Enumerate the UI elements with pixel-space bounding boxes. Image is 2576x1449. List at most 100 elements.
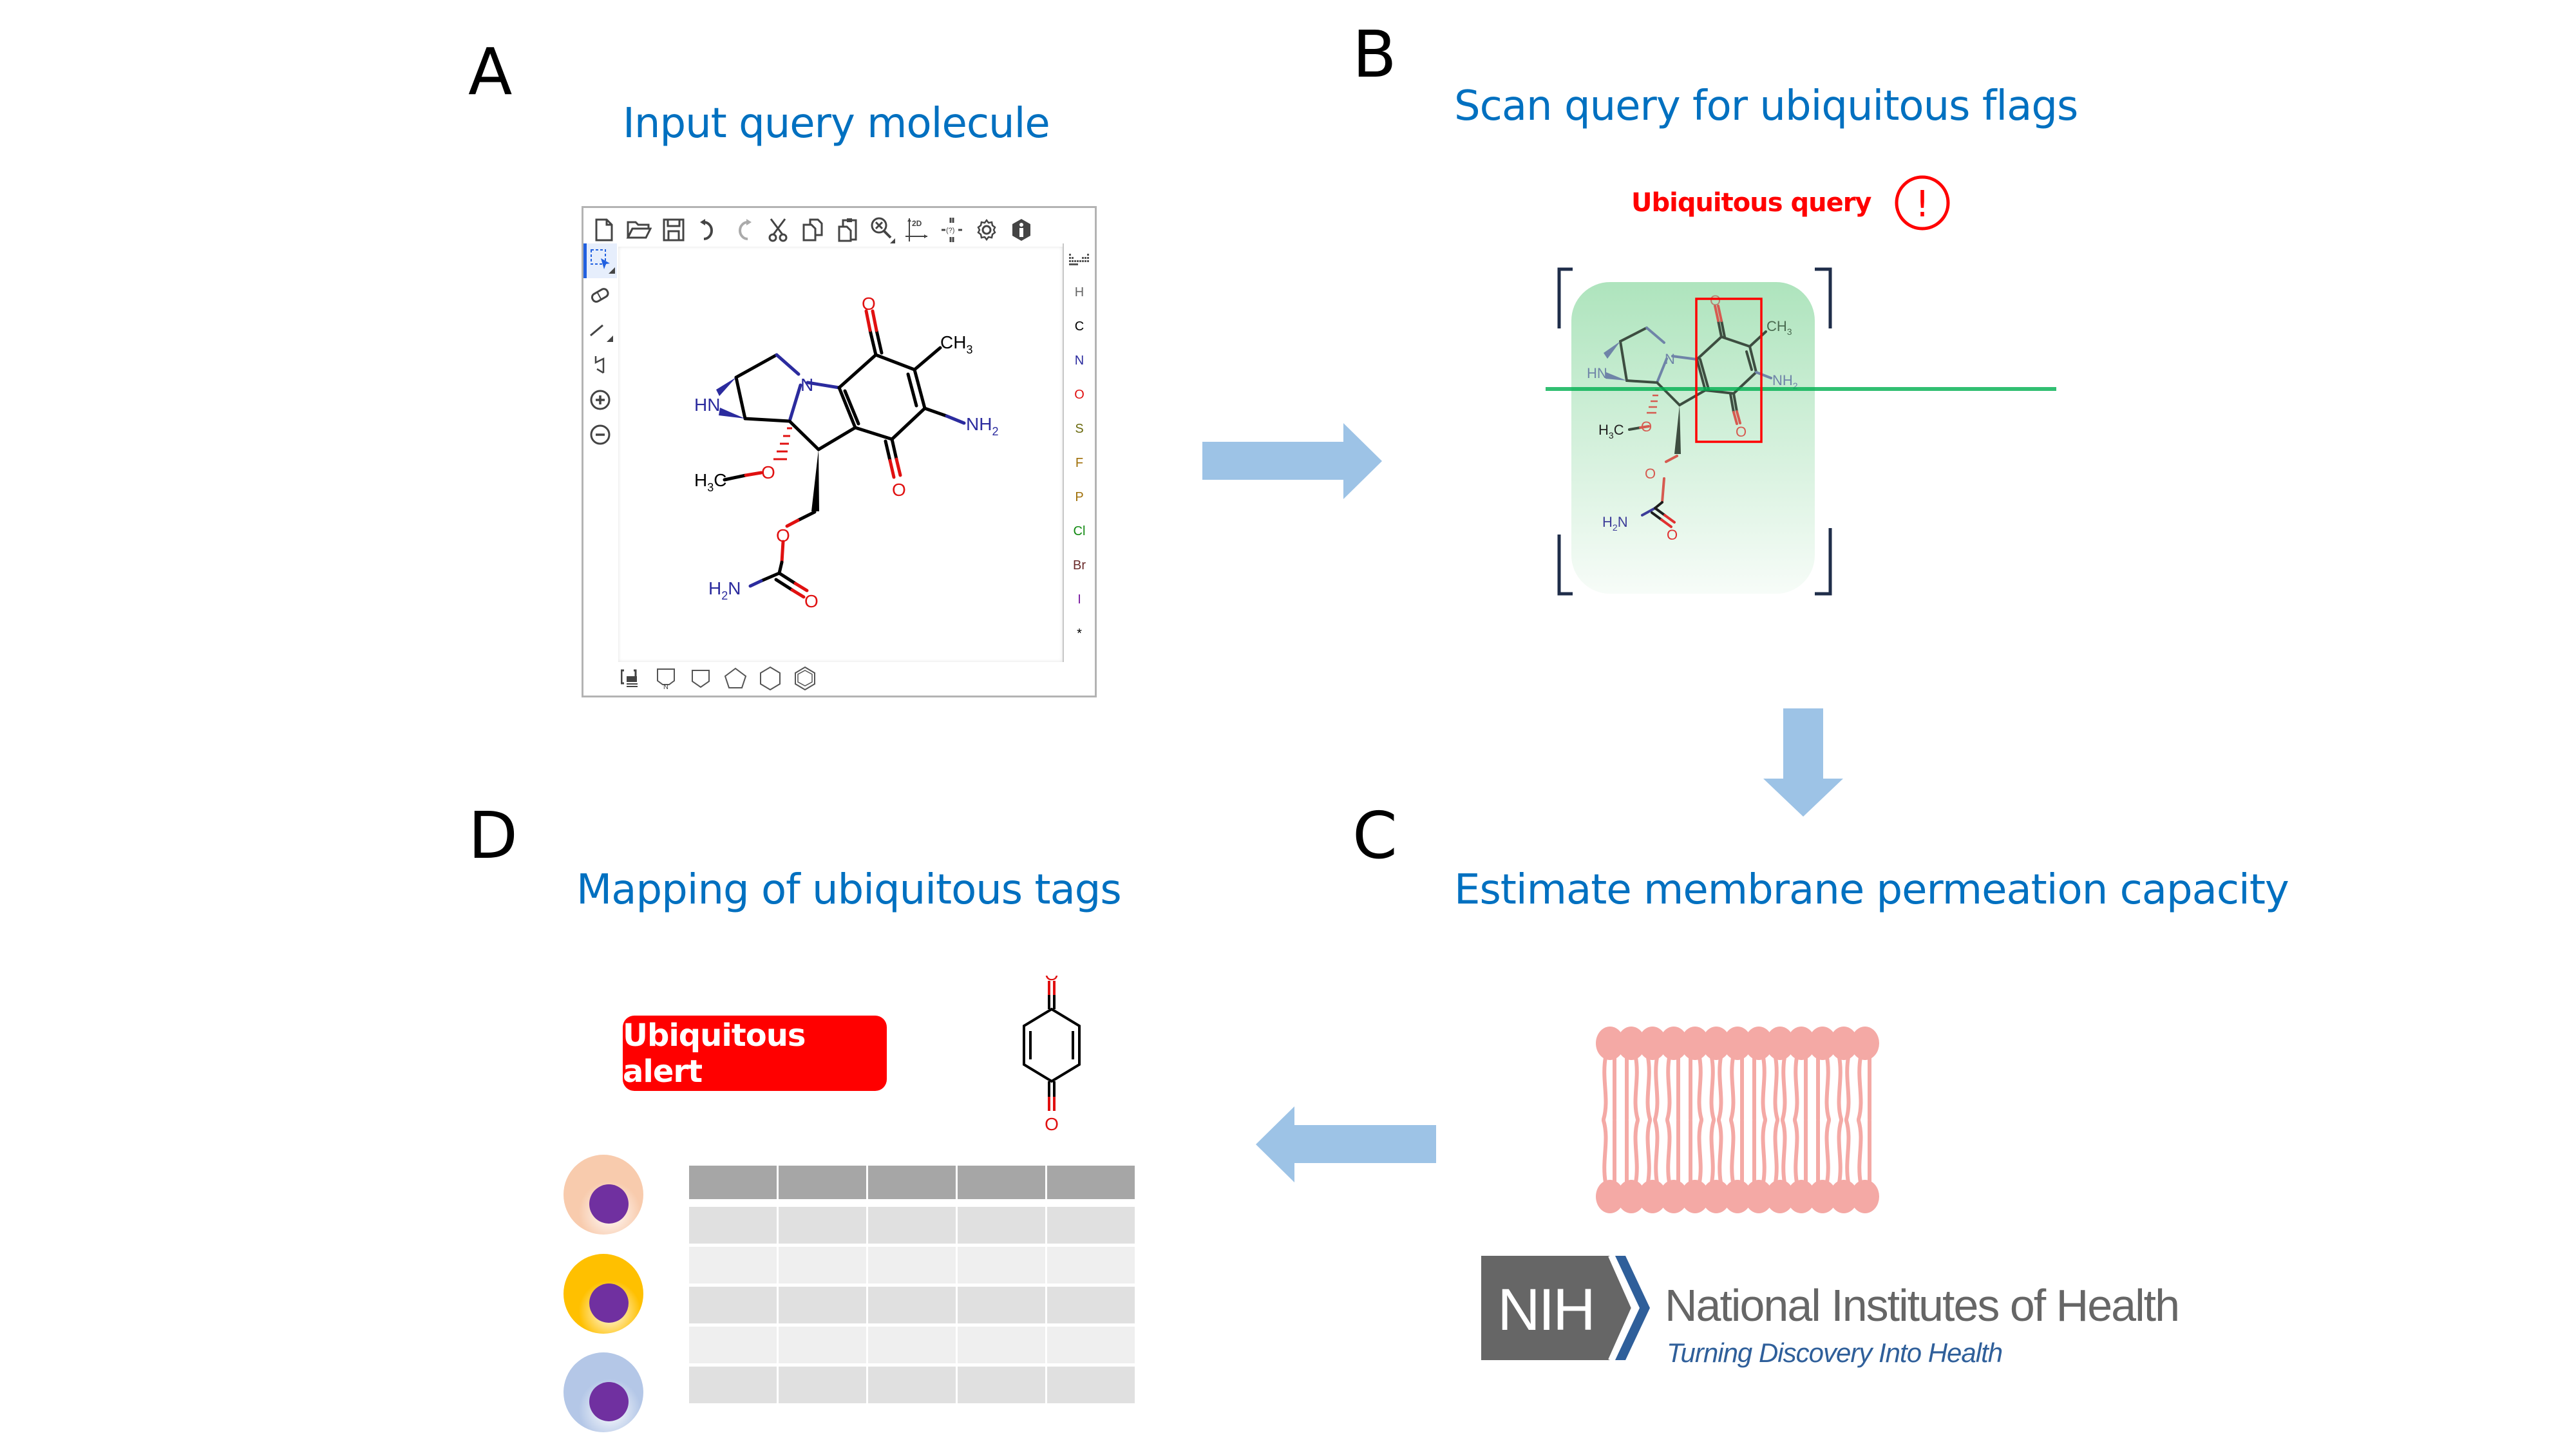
cell-blue-icon: [564, 1352, 643, 1432]
element-button-i[interactable]: I: [1077, 592, 1081, 607]
zoom-out-icon[interactable]: [583, 417, 617, 452]
element-button-cl[interactable]: Cl: [1073, 524, 1086, 538]
template-library-icon[interactable]: [616, 663, 647, 693]
lipid-molecule: [1830, 1119, 1858, 1213]
table-cell: [958, 1207, 1045, 1244]
panel-c-title: Estimate membrane permeation capacity: [1454, 866, 2289, 914]
element-button-n[interactable]: N: [1074, 354, 1084, 368]
svg-text:O: O: [1045, 976, 1059, 984]
panel-b-title: Scan query for ubiquitous flags: [1454, 82, 2078, 130]
table-cell: [868, 1367, 956, 1403]
periodic-table-icon[interactable]: [1064, 243, 1095, 276]
arrow-right-icon: [1202, 423, 1383, 500]
lipid-molecule: [1851, 1119, 1879, 1213]
element-button-s[interactable]: S: [1075, 422, 1084, 436]
zoom-in-icon[interactable]: [583, 383, 617, 417]
cyclobutane-icon[interactable]: [685, 663, 716, 693]
table-cell: [1047, 1287, 1135, 1323]
svg-text:N: N: [1665, 351, 1675, 367]
editor-top-toolbar: 2D (?): [589, 214, 1037, 247]
info-icon[interactable]: [1006, 214, 1037, 245]
atom-o-label: O: [892, 480, 906, 500]
lipid-molecule: [1766, 1119, 1794, 1213]
lipid-molecule: [1851, 1027, 1879, 1121]
table-cell: [689, 1247, 777, 1283]
lipid-molecule: [1596, 1027, 1624, 1121]
cyclohexane-icon[interactable]: [755, 663, 786, 693]
nih-name: National Institutes of Health: [1665, 1280, 2180, 1331]
cut-icon[interactable]: [762, 214, 793, 245]
molecule-editor: 2D (?): [582, 206, 1097, 697]
settings-icon[interactable]: [971, 214, 1002, 245]
element-button-f[interactable]: F: [1075, 456, 1084, 470]
table-cell: [689, 1327, 777, 1363]
table-cell: [868, 1207, 956, 1244]
selection-brackets: [1557, 267, 1832, 596]
svg-text:H2N: H2N: [1602, 514, 1628, 533]
lipid-molecule: [1745, 1119, 1773, 1213]
check-stereo-icon[interactable]: (?): [936, 214, 967, 245]
lipid-bilayer-image: [1591, 1024, 1887, 1220]
benzoquinone-structure: O O: [1005, 964, 1095, 1140]
lipid-molecule: [1660, 1119, 1688, 1213]
element-button-br[interactable]: Br: [1073, 558, 1086, 573]
benzene-icon[interactable]: [790, 663, 820, 693]
lipid-molecule: [1617, 1119, 1645, 1213]
select-rectangle-icon[interactable]: [583, 243, 617, 278]
svg-text:(?): (?): [946, 227, 954, 234]
table-cell: [958, 1327, 1045, 1363]
table-cell: [1047, 1367, 1135, 1403]
editor-bottom-toolbar: N: [616, 663, 820, 693]
element-button-o[interactable]: O: [1074, 388, 1084, 402]
element-button-any[interactable]: *: [1077, 627, 1082, 641]
lipid-molecule: [1723, 1119, 1752, 1213]
element-button-c[interactable]: C: [1074, 319, 1084, 334]
element-button-h[interactable]: H: [1074, 285, 1084, 299]
table-cell: [689, 1287, 777, 1323]
svg-text:O: O: [1641, 419, 1652, 435]
lipid-molecule: [1787, 1027, 1815, 1121]
lipid-molecule: [1702, 1119, 1730, 1213]
scan-figure: N HN CH3 NH2 O O O O O H3C H2N: [1546, 232, 2061, 660]
svg-text:NIH: NIH: [1497, 1277, 1593, 1343]
panel-letter-c: C: [1352, 798, 1397, 873]
redo-icon[interactable]: [728, 214, 759, 245]
panel-letter-b: B: [1352, 17, 1397, 92]
drawing-canvas[interactable]: N HN CH3 NH2 O O O O O H3C H2N: [618, 247, 1063, 662]
single-bond-icon[interactable]: [583, 313, 617, 348]
pyrrole-icon[interactable]: N: [650, 663, 681, 693]
atom-o-label: O: [862, 294, 876, 314]
flagged-substructure-box: [1695, 298, 1763, 443]
svg-text:N: N: [663, 683, 668, 689]
zoom-clear-icon[interactable]: [867, 214, 898, 245]
cyclopentane-icon[interactable]: [720, 663, 751, 693]
undo-icon[interactable]: [693, 214, 724, 245]
table-cell: [958, 1247, 1045, 1283]
table-header-cell: [689, 1166, 777, 1199]
copy-icon[interactable]: [797, 214, 828, 245]
table-header-cell: [958, 1166, 1045, 1199]
atom-o-label: O: [804, 591, 819, 611]
nih-tagline: Turning Discovery Into Health: [1667, 1338, 2003, 1368]
lipid-molecule: [1702, 1027, 1730, 1121]
chain-icon[interactable]: [583, 348, 617, 383]
paste-icon[interactable]: [832, 214, 863, 245]
save-icon[interactable]: [658, 214, 689, 245]
table-spacer: [689, 1199, 1135, 1207]
2d-layout-icon[interactable]: 2D: [902, 214, 933, 245]
table-cell: [689, 1367, 777, 1403]
ubiquitous-tags-table: [689, 1166, 1135, 1406]
new-document-icon[interactable]: [589, 214, 620, 245]
atom-hn-label: HN: [694, 395, 720, 415]
atom-n-label: N: [800, 375, 813, 395]
nih-logo: NIH: [1481, 1255, 1662, 1365]
svg-text:2D: 2D: [912, 219, 922, 228]
open-folder-icon[interactable]: [623, 214, 654, 245]
element-button-p[interactable]: P: [1075, 490, 1084, 504]
svg-text:O: O: [1710, 292, 1721, 308]
erase-icon[interactable]: [583, 278, 617, 313]
table-cell: [779, 1327, 866, 1363]
arrow-down-icon: [1763, 708, 1843, 818]
svg-text:CH3: CH3: [1766, 318, 1792, 337]
